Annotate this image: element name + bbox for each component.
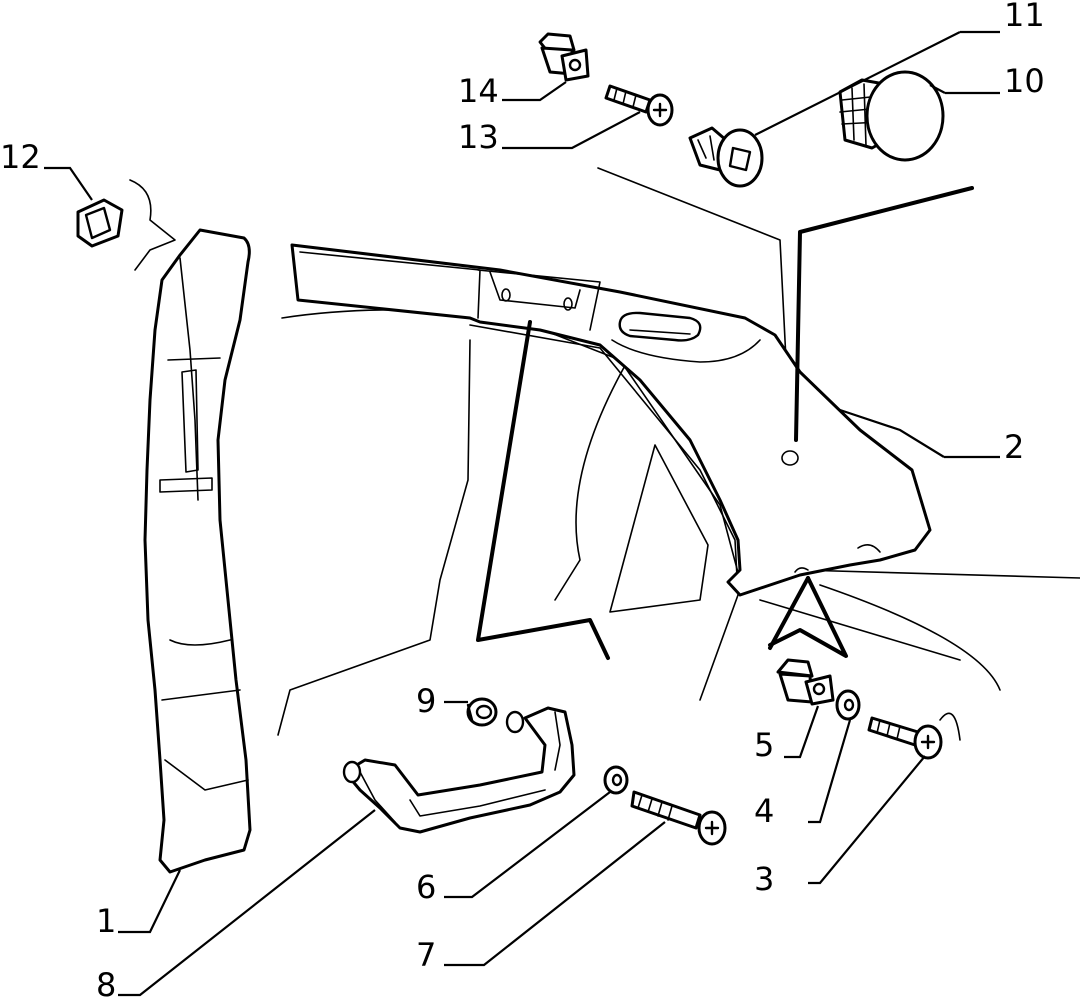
part-3-screw: [867, 716, 943, 760]
part-2-quarter-trim-panel: [290, 243, 932, 597]
part-4-washer: [835, 689, 861, 721]
leader-lines: [44, 30, 1000, 997]
callout-13: 13: [458, 118, 499, 156]
callout-12: 12: [0, 138, 41, 176]
callout-5: 5: [754, 726, 774, 764]
part-13-screw: [604, 84, 674, 127]
part-12-retainer-clip: [76, 198, 124, 248]
part-11-push-clip: [688, 126, 764, 188]
part-9-clip-nut: [466, 697, 498, 727]
callout-10: 10: [1004, 62, 1045, 100]
part-14-spring-clip: [538, 32, 590, 82]
part-1-pillar-trim: [143, 228, 252, 874]
part-5-spring-clip: [776, 658, 835, 706]
part-7-screw: [630, 790, 727, 846]
callout-7: 7: [416, 936, 436, 974]
callout-4: 4: [754, 792, 774, 830]
callout-3: 3: [754, 860, 774, 898]
callout-2: 2: [1004, 428, 1024, 466]
part-8-grab-handle: [342, 706, 576, 834]
assembly-pointer-lines: [476, 186, 974, 660]
part-10-plug-cap: [838, 70, 945, 162]
callout-8: 8: [96, 966, 116, 1000]
callout-11: 11: [1004, 0, 1045, 34]
vehicle-body-outline: [129, 167, 1080, 741]
callout-14: 14: [458, 72, 499, 110]
callout-6: 6: [416, 868, 436, 906]
callout-1: 1: [96, 902, 116, 940]
callout-labels: 1 2 3 4 5 6 7 8 9 10 11 12 13 14: [0, 0, 1045, 1000]
callout-9: 9: [416, 682, 436, 720]
part-6-washer: [603, 765, 629, 795]
